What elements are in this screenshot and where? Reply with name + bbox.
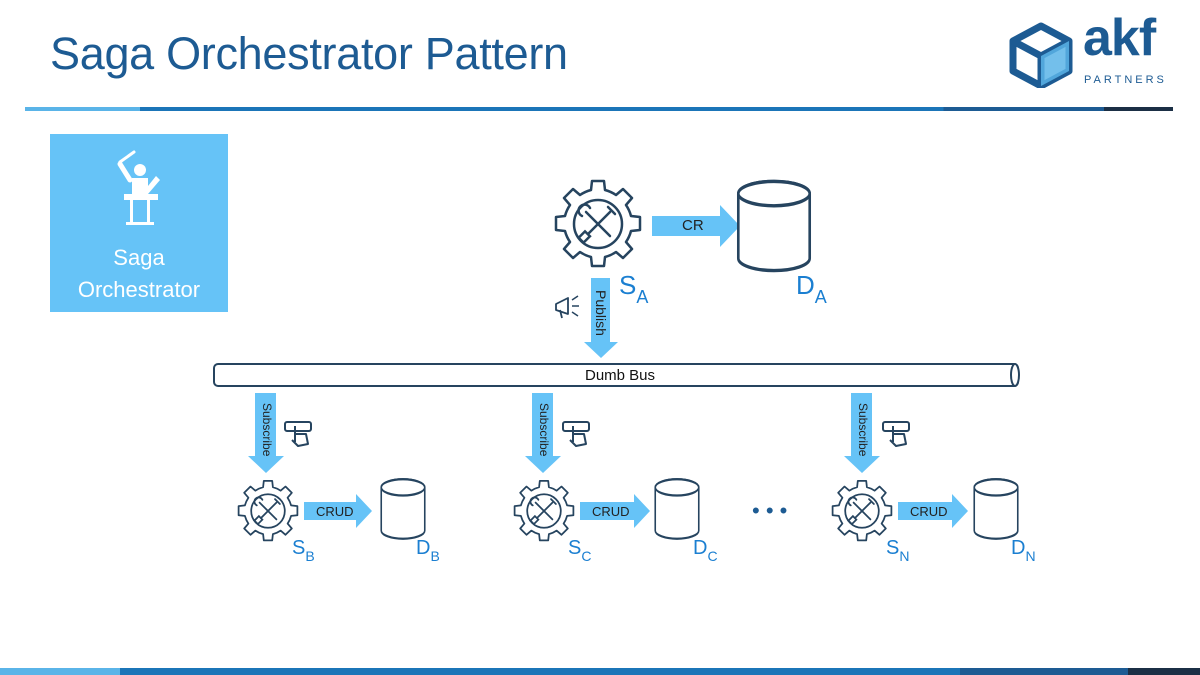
- database-n-icon: [973, 478, 1019, 540]
- cr-label: CR: [682, 217, 704, 234]
- database-a-icon: [736, 179, 812, 273]
- service-a-label: SA: [619, 270, 648, 308]
- logo-subtitle: PARTNERS: [1084, 74, 1167, 86]
- publish-arrow: [584, 278, 618, 358]
- service-c-sub: C: [581, 548, 592, 564]
- service-n-gear-icon: [831, 480, 893, 542]
- subscribe-hand-icon-c: [562, 421, 590, 447]
- akf-logo: akf PARTNERS: [1006, 9, 1176, 92]
- service-n-label: SN: [886, 537, 909, 564]
- orchestrator-label: Saga Orchestrator: [50, 242, 228, 306]
- database-n-name: D: [1011, 537, 1026, 559]
- database-b-sub: B: [430, 548, 440, 564]
- database-b-name: D: [416, 537, 431, 559]
- footer-rule: [0, 668, 1200, 675]
- service-n-name: S: [886, 537, 900, 559]
- database-n-label: DN: [1011, 537, 1036, 564]
- database-a-name: D: [796, 270, 815, 300]
- subscribe-arrow-b: [248, 393, 284, 473]
- database-c-sub: C: [707, 548, 718, 564]
- database-c-label: DC: [693, 537, 718, 564]
- orchestrator-label-line1: Saga: [113, 245, 165, 270]
- database-b-label: DB: [416, 537, 440, 564]
- crud-arrow-b: [304, 494, 372, 528]
- service-b-gear-icon: [237, 480, 299, 542]
- conductor-icon: [117, 150, 160, 225]
- subscribe-label-n: Subscribe: [856, 403, 870, 457]
- dumb-bus: [213, 363, 1020, 387]
- database-a-label: DA: [796, 270, 827, 308]
- cr-arrow: [652, 205, 740, 247]
- slide-title: Saga Orchestrator Pattern: [50, 28, 568, 79]
- megaphone-icon: [555, 295, 579, 319]
- subscribe-arrow-c: [525, 393, 561, 473]
- service-b-label: SB: [292, 537, 315, 564]
- subscribe-arrow-n: [844, 393, 880, 473]
- database-n-sub: N: [1025, 548, 1036, 564]
- crud-label-b: CRUD: [316, 504, 354, 519]
- header-rule: [25, 107, 1173, 111]
- service-a-gear-icon: [554, 179, 642, 268]
- service-b-sub: B: [305, 548, 315, 564]
- bus-label: Dumb Bus: [584, 367, 656, 384]
- subscribe-hand-icon-n: [882, 421, 910, 447]
- crud-label-n: CRUD: [910, 504, 948, 519]
- service-a-sub: A: [636, 287, 649, 307]
- subscribe-label-c: Subscribe: [537, 403, 551, 457]
- service-n-sub: N: [899, 548, 910, 564]
- publish-label: Publish: [593, 290, 609, 336]
- saga-orchestrator-box: Saga Orchestrator: [50, 134, 228, 312]
- service-b-name: S: [292, 537, 306, 559]
- orchestrator-label-line2: Orchestrator: [77, 277, 201, 302]
- logo-word: akf: [1083, 9, 1156, 67]
- ellipsis: • • •: [752, 498, 788, 523]
- database-c-name: D: [693, 537, 708, 559]
- crud-arrow-c: [580, 494, 650, 528]
- database-c-icon: [654, 478, 700, 540]
- subscribe-hand-icon-b: [284, 421, 312, 447]
- database-b-icon: [380, 478, 426, 540]
- crud-label-c: CRUD: [592, 504, 630, 519]
- service-c-label: SC: [568, 537, 591, 564]
- database-a-sub: A: [814, 287, 827, 307]
- service-c-name: S: [568, 537, 582, 559]
- cube-logo-icon: [1009, 22, 1073, 88]
- crud-arrow-n: [898, 494, 968, 528]
- subscribe-label-b: Subscribe: [260, 403, 274, 457]
- service-c-gear-icon: [513, 480, 575, 542]
- service-a-name: S: [619, 270, 637, 300]
